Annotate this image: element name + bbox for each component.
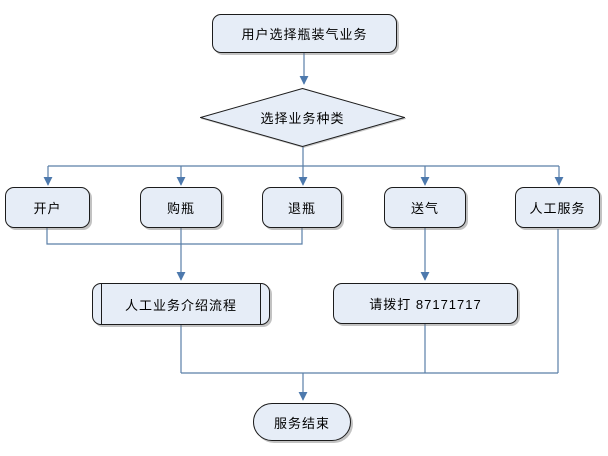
predefined-process-bar-right (260, 284, 261, 324)
node-start-label: 用户选择瓶装气业务 (241, 27, 368, 42)
node-buy-bottle-label: 购瓶 (166, 201, 195, 216)
node-call-number: 请拨打 87171717 (333, 283, 518, 324)
node-manual-service-label: 人工服务 (529, 201, 586, 216)
edge-open-account-merge (46, 228, 181, 245)
predefined-process-bar-left (101, 284, 102, 324)
node-decision-label: 选择业务种类 (260, 111, 345, 126)
node-open-account-label: 开户 (33, 201, 62, 216)
node-open-account: 开户 (5, 187, 90, 228)
node-manual-service: 人工服务 (515, 187, 600, 228)
node-gas-delivery: 送气 (384, 187, 466, 228)
node-manual-intro: 人工业务介绍流程 (92, 283, 270, 325)
node-gas-delivery-label: 送气 (410, 201, 439, 216)
node-end-label: 服务结束 (273, 415, 330, 431)
node-call-number-label: 请拨打 87171717 (369, 297, 482, 312)
diamond-shape (200, 88, 405, 147)
node-return-bottle-label: 退瓶 (287, 201, 316, 216)
node-buy-bottle: 购瓶 (140, 187, 222, 228)
edge-return-bottle-merge (181, 227, 303, 245)
node-end: 服务结束 (253, 403, 351, 441)
node-decision: 选择业务种类 (200, 88, 405, 147)
node-start: 用户选择瓶装气业务 (212, 14, 397, 53)
node-manual-intro-label: 人工业务介绍流程 (124, 297, 237, 313)
node-return-bottle: 退瓶 (262, 187, 342, 228)
